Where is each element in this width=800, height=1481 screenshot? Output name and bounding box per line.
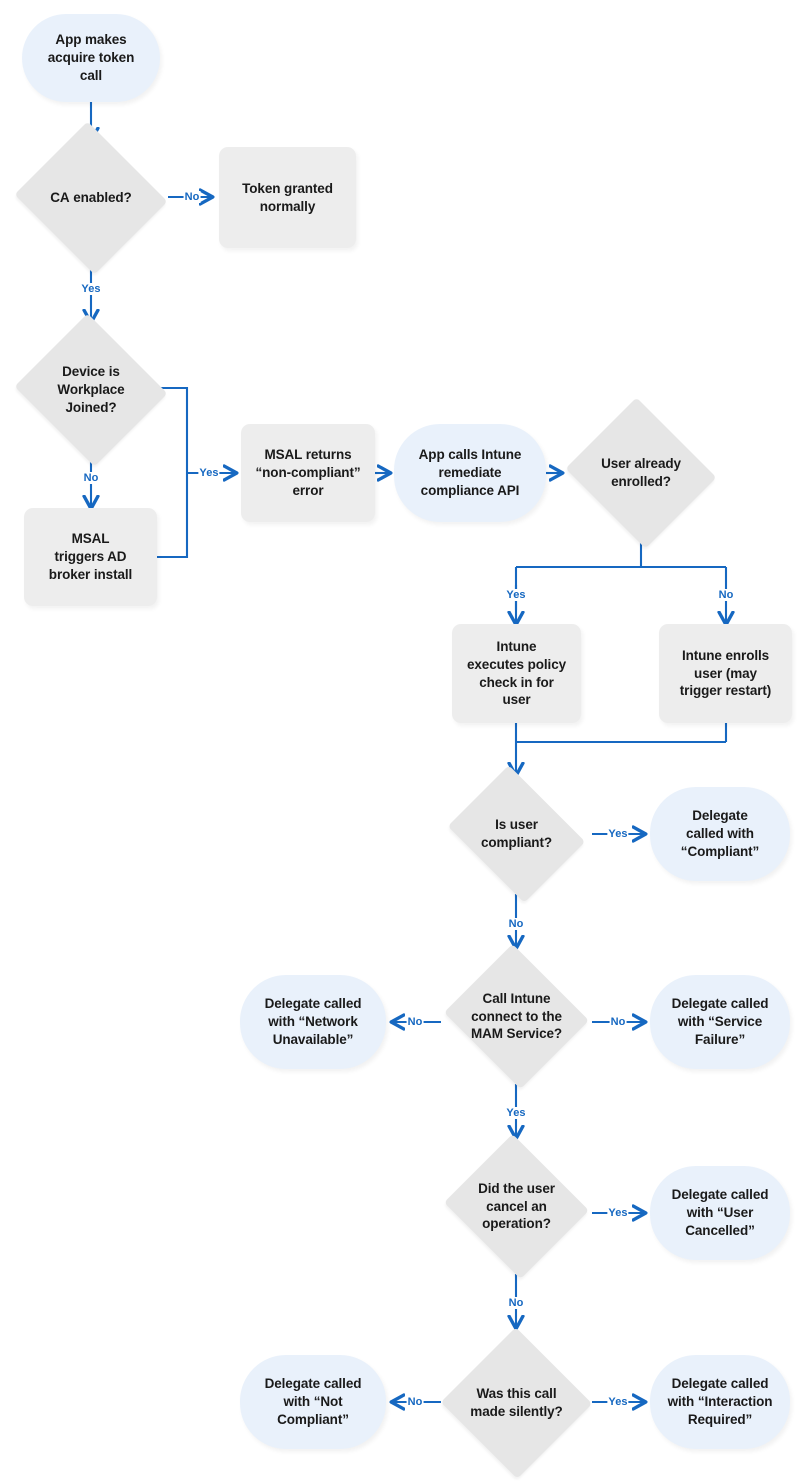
edge-label-compliant-yes: Yes [607,828,629,840]
node-label: App calls Intune remediate compliance AP… [418,447,522,498]
node-label: Delegate called with “User Cancelled” [671,1187,769,1238]
node-delegate-called-with-network-unavailable[interactable]: Delegate called with “Network Unavailabl… [240,975,386,1069]
edge-label-enrolled-yes: Yes [505,589,527,601]
edge-label-mam-yes: Yes [505,1107,527,1119]
edge-label-mam-no-left: No [406,1016,424,1028]
edge-label-enrolled-no: No [717,589,735,601]
edge-label-ca-no: No [183,191,201,203]
edge-label-cancel-no: No [507,1297,525,1309]
edge-label-compliant-no: No [507,918,525,930]
node-label: Token granted normally [242,180,333,214]
node-delegate-called-with-interaction-required[interactable]: Delegate called with “Interaction Requir… [650,1355,790,1449]
node-app-calls-intune-remediate-compliance-api[interactable]: App calls Intune remediate compliance AP… [394,424,546,522]
node-label: Delegate called with “Service Failure” [671,996,769,1047]
node-label: Delegate called with “Interaction Requir… [667,1376,773,1427]
node-delegate-called-with-user-cancelled[interactable]: Delegate called with “User Cancelled” [650,1166,790,1260]
node-was-this-call-made-silently-decision[interactable]: Was this call made silently? [440,1327,593,1479]
node-label: Delegate called with “Compliant” [680,808,760,859]
node-label: CA enabled? [44,189,137,207]
node-msal-triggers-ad-broker-install[interactable]: MSAL triggers AD broker install [24,508,157,606]
node-delegate-called-with-service-failure[interactable]: Delegate called with “Service Failure” [650,975,790,1069]
node-label: Was this call made silently? [470,1386,563,1419]
edge-label-wj-yes: Yes [198,467,220,479]
node-label: MSAL triggers AD broker install [48,531,133,582]
node-label: App makes acquire token call [47,32,135,83]
edge-label-mam-no-right: No [609,1016,627,1028]
edge-label-silent-yes: Yes [607,1396,629,1408]
node-label-bold: CA [50,190,70,206]
node-delegate-called-with-not-compliant[interactable]: Delegate called with “Not Compliant” [240,1355,386,1449]
node-is-user-compliant-decision[interactable]: Is user compliant? [440,765,593,903]
node-label: MSAL returns “non-compliant” error [255,447,361,498]
node-label: Is user compliant? [480,817,552,850]
edge-label-ca-yes: Yes [80,283,102,295]
node-device-workplace-joined-decision[interactable]: Device is Workplace Joined? [11,313,171,467]
node-label: Did the user cancel an operation? [478,1180,555,1232]
node-intune-executes-policy-check-in-for-user[interactable]: Intune executes policy check in for user [452,624,581,723]
node-label: Delegate called with “Network Unavailabl… [264,996,362,1047]
edge-label-wj-no: No [82,472,100,484]
node-did-user-cancel-operation-decision[interactable]: Did the user cancel an operation? [440,1134,593,1279]
node-label-rest: enabled? [69,190,132,206]
node-msal-returns-non-compliant-error[interactable]: MSAL returns “non-compliant” error [241,424,375,522]
edge-label-cancel-yes: Yes [607,1207,629,1219]
node-delegate-called-with-compliant[interactable]: Delegate called with “Compliant” [650,787,790,881]
node-label: Intune executes policy check in for user [466,638,567,708]
node-user-already-enrolled-decision[interactable]: User already enrolled? [561,397,721,549]
node-label: Intune enrolls user (may trigger restart… [679,647,772,699]
node-label: Call Intune connect to the MAM Service? [470,990,563,1042]
node-intune-enrolls-user-may-trigger-restart[interactable]: Intune enrolls user (may trigger restart… [659,624,792,723]
node-token-granted-normally[interactable]: Token granted normally [219,147,356,248]
node-label: Device is Workplace Joined? [57,364,125,415]
node-label: User already enrolled? [601,456,681,489]
node-app-makes-acquire-token-call[interactable]: App makes acquire token call [22,14,160,102]
edge-label-silent-no: No [406,1396,424,1408]
node-ca-enabled-decision[interactable]: CA enabled? [11,121,171,275]
node-call-intune-connect-mam-service-decision[interactable]: Call Intune connect to the MAM Service? [440,944,593,1089]
node-label: Delegate called with “Not Compliant” [264,1376,362,1427]
